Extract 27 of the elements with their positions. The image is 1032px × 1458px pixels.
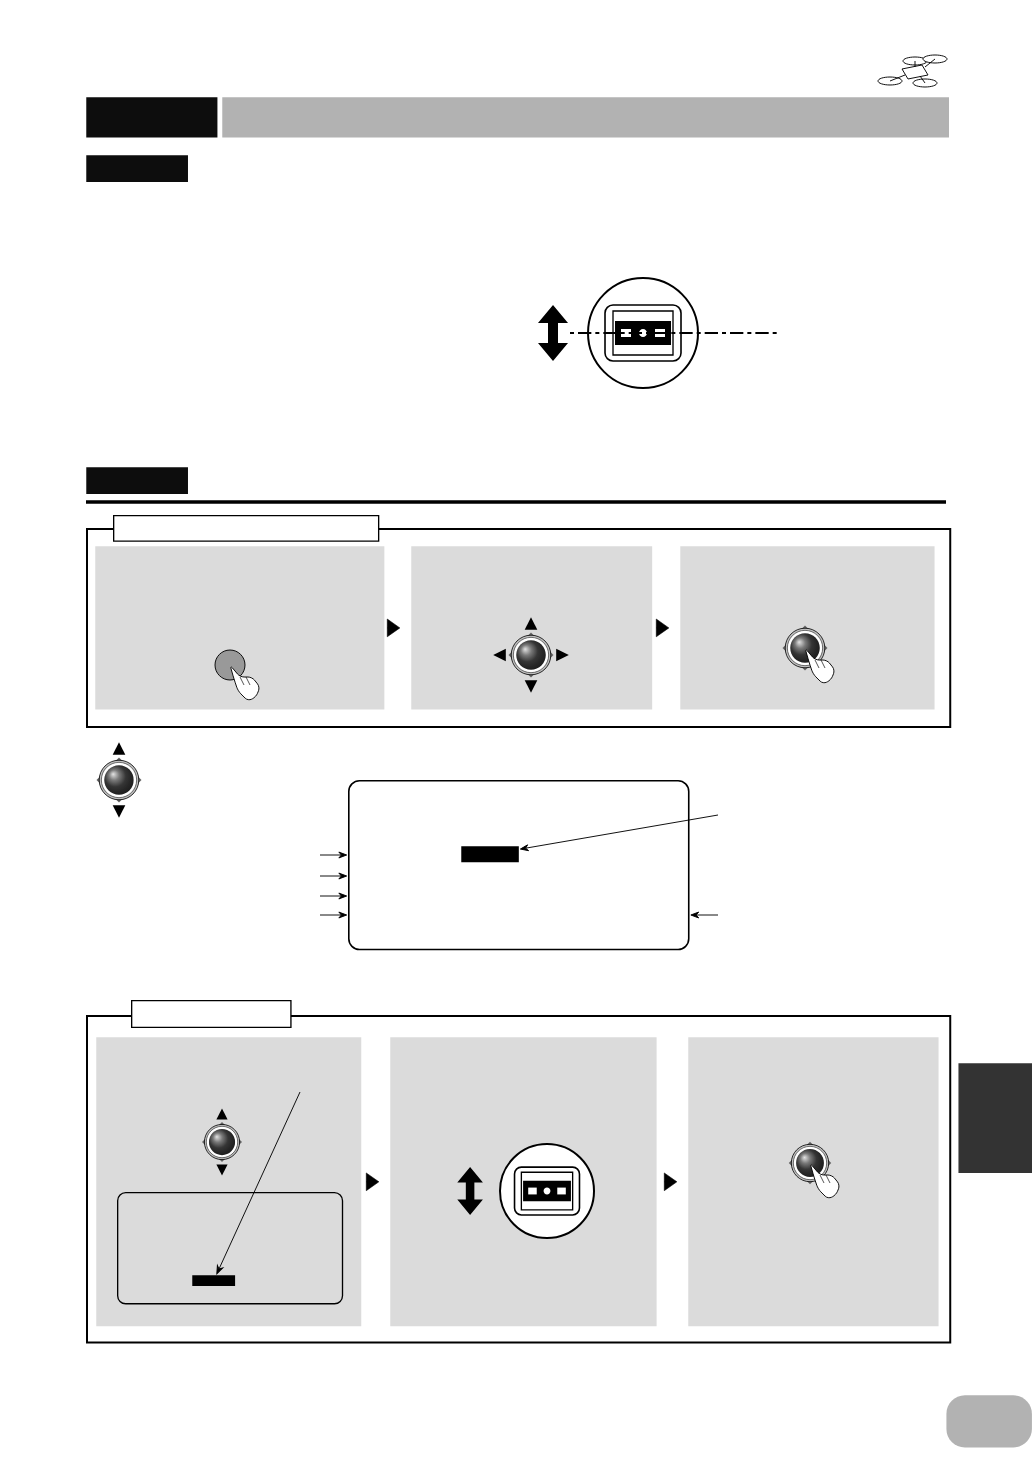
leader-line [690, 911, 719, 919]
section-tab [86, 97, 218, 138]
arrow [663, 1172, 678, 1191]
heading-tab [113, 515, 380, 542]
arrow [365, 1172, 380, 1191]
step-panel [688, 1037, 939, 1327]
step-panel [95, 546, 385, 710]
label-tab [86, 155, 188, 183]
step-panel [411, 546, 653, 710]
arrow [655, 618, 670, 638]
lcd-screen [117, 1192, 344, 1305]
highlight-bar [461, 846, 519, 863]
heading-tab [131, 1000, 292, 1029]
step-panel [390, 1037, 657, 1327]
label-tab [86, 467, 188, 495]
arrow [386, 618, 401, 638]
leader-line [319, 851, 348, 859]
lcd-screen [348, 780, 690, 951]
side-tab [958, 1063, 1032, 1173]
page-tab [946, 1395, 1032, 1448]
title-bar [222, 97, 949, 138]
step-panel [680, 546, 935, 710]
leader-line [319, 872, 348, 880]
leader-line [319, 892, 348, 900]
leader-line [216, 1091, 301, 1275]
leader-line [519, 814, 719, 852]
leader-line [319, 911, 348, 919]
